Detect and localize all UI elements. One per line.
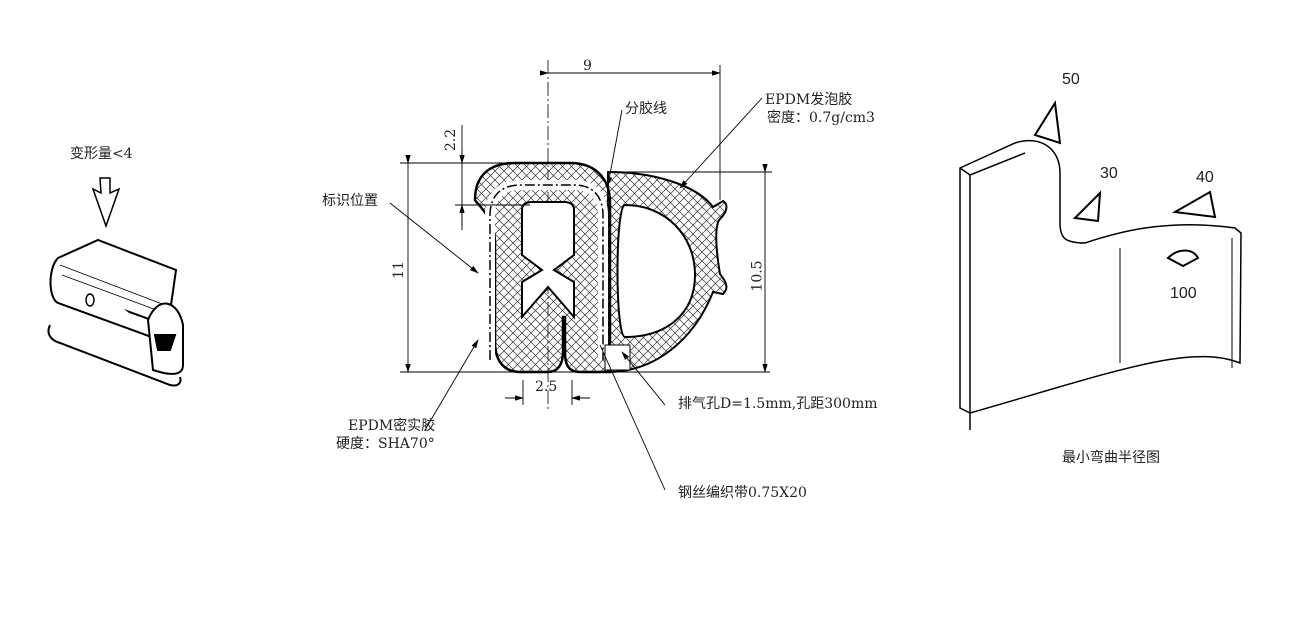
- mark-position-label: 标识位置: [322, 193, 378, 209]
- solid-hardness-label: 硬度：SHA70°: [336, 436, 435, 452]
- radius-50-label: 50: [1062, 71, 1080, 88]
- radius-100-icon: [1166, 249, 1200, 268]
- seal-3d-view: [47, 177, 184, 387]
- radius-40-icon: [1171, 190, 1217, 219]
- dim-gap: 2.5: [535, 379, 558, 395]
- vent-hole-label: 排气孔D=1.5mm,孔距300mm: [678, 396, 878, 412]
- bend-view-caption: 最小弯曲半径图: [1062, 450, 1160, 466]
- radius-100-label: 100: [1170, 285, 1197, 302]
- dim-top-thickness: 2.2: [443, 128, 460, 152]
- dim-width: 9: [583, 58, 592, 74]
- foam-density-label: 密度：0.7g/cm3: [767, 110, 875, 126]
- radius-50-icon: [1033, 100, 1062, 145]
- deformation-label: 变形量<4: [70, 146, 133, 162]
- dim-height-left: 11: [390, 261, 407, 279]
- dimension-lines: [389, 65, 772, 491]
- foam-material-label: EPDM发泡胶: [765, 92, 853, 108]
- split-line-label: 分胶线: [625, 101, 667, 117]
- radius-30-label: 30: [1100, 165, 1118, 182]
- steel-band-label: 钢丝编织带0.75X20: [678, 485, 807, 501]
- solid-material-label: EPDM密实胶: [348, 418, 436, 434]
- radius-30-icon: [1072, 190, 1102, 223]
- down-arrow-icon: [91, 177, 121, 229]
- radius-40-label: 40: [1196, 169, 1214, 186]
- bend-radius-view: [959, 100, 1242, 430]
- seal-cross-section: [473, 60, 728, 410]
- dim-height-right: 10.5: [749, 260, 766, 292]
